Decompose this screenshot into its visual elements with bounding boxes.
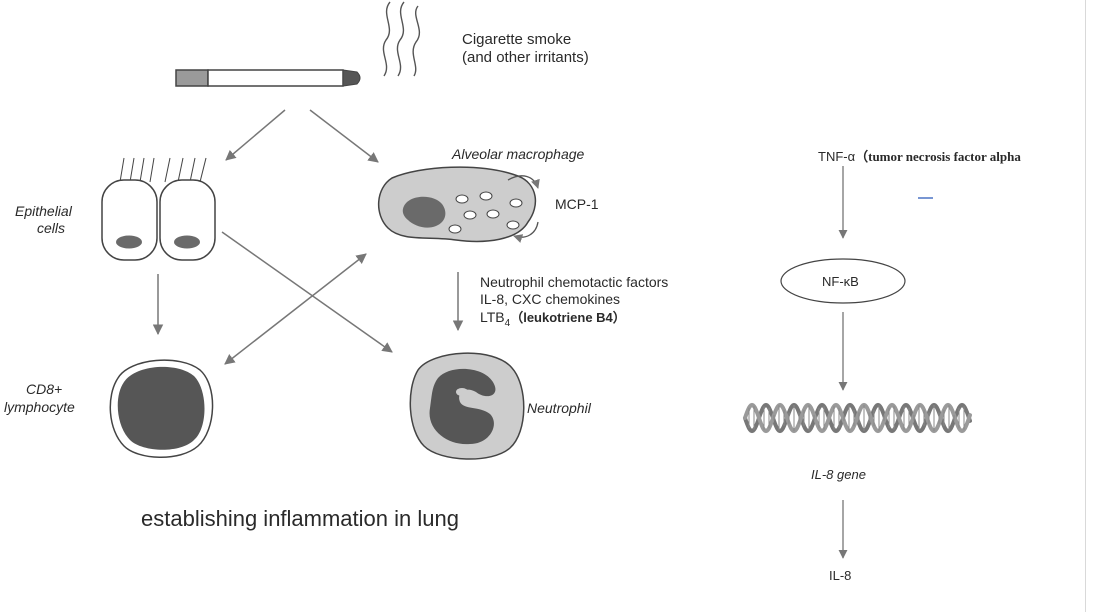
ltb4-label: LTB4（leukotriene B4） [480,309,626,332]
smoke-label-2: (and other irritants) [462,49,589,66]
ltb-text: LTB [480,309,505,325]
tnf-text: TNF-α [818,149,856,164]
arrow-smoke-to-epithelial [225,109,286,161]
smoke-label-1: Cigarette smoke [462,31,572,48]
neutrophil-icon [409,352,525,460]
epithelial-cells-icon [101,157,216,261]
arrow-macrophage-cd8 [224,253,367,365]
macrophage-label: Alveolar macrophage [452,146,585,162]
nfkb-label: NF-κB [822,274,859,289]
caption: establishing inflammation in lung [141,506,459,531]
il8-label: IL-8 [829,568,852,583]
ltb-subscript: 4 [504,317,511,329]
tnf-note: （tumor necrosis factor alpha [855,149,1021,164]
il8-gene-label: IL-8 gene [811,467,866,482]
cd8-lymphocyte-icon [109,359,214,458]
smoke-icon [382,1,421,77]
cd8-label-1: CD8+ [26,381,63,397]
mcp1-label: MCP-1 [555,196,599,212]
nfkb-ellipse [780,258,906,304]
dna-helix-icon [743,402,972,434]
cigarette-icon [175,69,361,87]
macrophage-icon [377,166,540,243]
chemotactic-label-1: Neutrophil chemotactic factors [480,274,669,290]
tnf-alpha-label: TNF-α（tumor necrosis factor alpha [818,148,1021,165]
epithelial-label-1: Epithelial [15,203,72,219]
cd8-label-2: lymphocyte [4,399,75,415]
slide-edge-line [1085,0,1086,612]
neutrophil-label: Neutrophil [527,400,591,416]
epithelial-label-2: cells [37,220,66,236]
arrow-smoke-to-macrophage [309,109,379,163]
ltb-note: （leukotriene B4） [510,310,626,325]
arrow-epithelial-to-neutrophil [221,231,393,353]
chemotactic-label-2: IL-8, CXC chemokines [480,291,621,307]
